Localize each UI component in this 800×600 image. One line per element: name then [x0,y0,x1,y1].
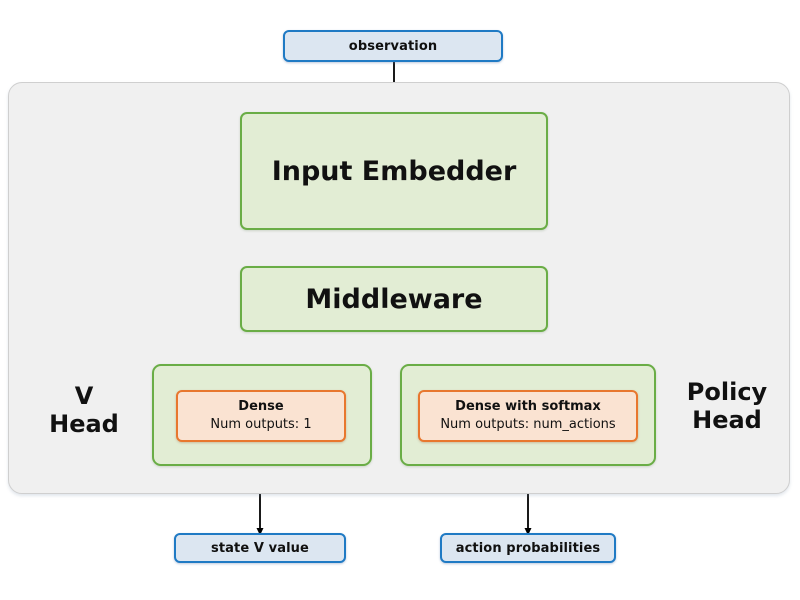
policy-head-caption-line2: Head [692,406,762,435]
policy-head-caption: Policy Head [666,378,788,435]
v-head-caption-line2: Head [49,410,119,439]
v-head-dense-subtitle: Num outputs: 1 [210,417,312,432]
module-middleware-box[interactable]: Middleware [240,266,548,332]
policy-head-dense-layer-box[interactable]: Dense with softmax Num outputs: num_acti… [418,390,638,442]
input-observation-box[interactable]: observation [283,30,503,62]
v-head-caption: V Head [24,382,144,439]
v-head-dense-layer-box[interactable]: Dense Num outputs: 1 [176,390,346,442]
policy-head-dense-title: Dense with softmax [455,399,601,415]
policy-head-dense-subtitle: Num outputs: num_actions [440,417,616,432]
module-middleware-label: Middleware [305,283,483,315]
output-action-probabilities-label: action probabilities [455,540,601,556]
output-state-v-value-box[interactable]: state V value [174,533,346,563]
policy-head-caption-line1: Policy [686,378,768,406]
output-state-v-value-label: state V value [211,540,309,556]
input-observation-label: observation [348,38,438,54]
module-input-embedder-box[interactable]: Input Embedder [240,112,548,230]
v-head-caption-line1: V [74,382,94,410]
module-input-embedder-label: Input Embedder [271,155,517,187]
v-head-dense-title: Dense [238,399,284,415]
output-action-probabilities-box[interactable]: action probabilities [440,533,616,563]
